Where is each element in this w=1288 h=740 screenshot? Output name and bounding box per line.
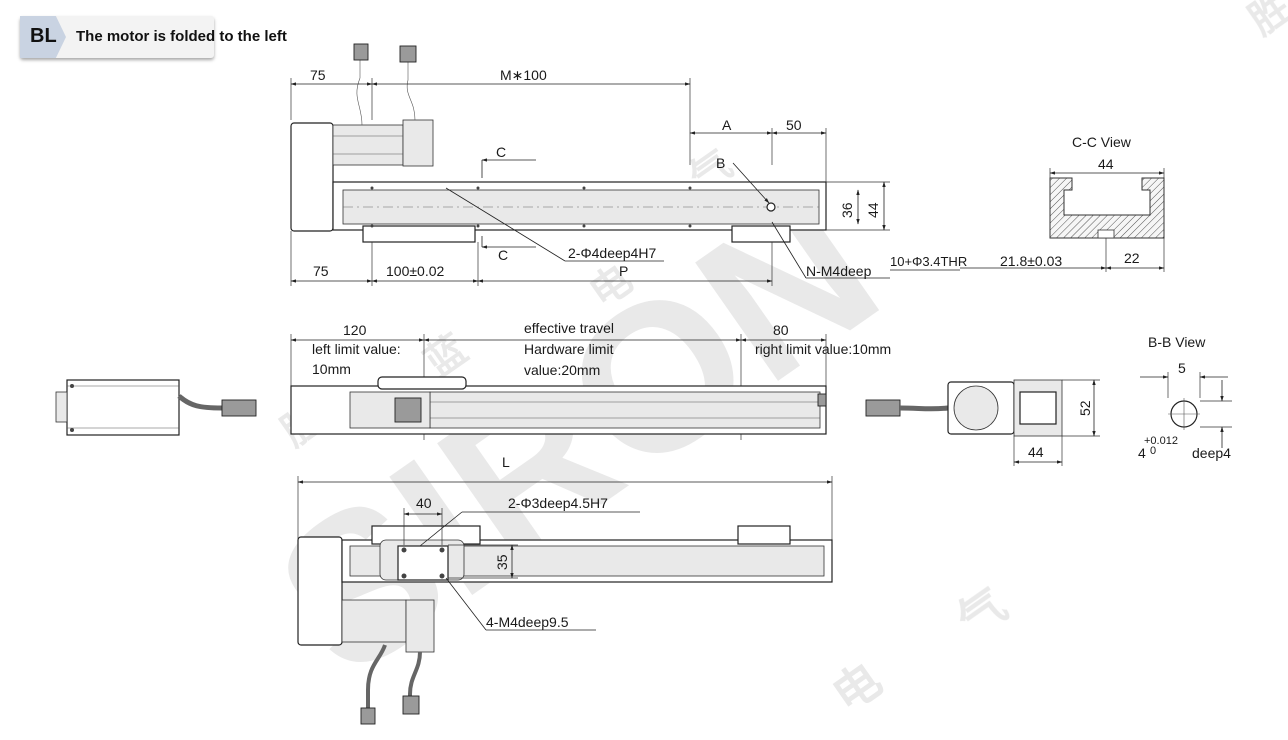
badge-tag <box>20 16 66 58</box>
travel-line-1: effective travel <box>524 320 614 336</box>
dim-p: P <box>619 263 628 279</box>
label-c-top: C <box>496 144 506 160</box>
cc-view: C-C View 44 21.8±0.03 22 <box>960 134 1165 272</box>
label-b: B <box>716 155 725 171</box>
motor-flange <box>55 391 68 423</box>
bottom-mount-plate-right <box>737 525 791 545</box>
rail-endcap <box>817 393 827 407</box>
dim-120: 120 <box>343 322 367 338</box>
travel-line-3: value:20mm <box>524 362 600 378</box>
bottom-dim-35: 35 <box>494 554 510 570</box>
cc-dim-44: 44 <box>1098 156 1114 172</box>
carriage-block <box>394 397 422 423</box>
bottom-motor-connector <box>360 707 376 725</box>
dim-l: L <box>502 454 510 470</box>
cc-profile-section <box>1049 177 1165 239</box>
bb-depth: deep4 <box>1192 445 1231 461</box>
left-limit-line-2: 10mm <box>312 361 351 377</box>
motor-end-cap <box>290 122 334 232</box>
dim-44-side: 44 <box>865 202 881 218</box>
bb-view-title: B-B View <box>1148 334 1206 350</box>
end-view: 52 44 <box>865 379 1100 466</box>
callout-n-m4: N-M4deep <box>806 263 872 279</box>
dim-36: 36 <box>839 202 855 218</box>
cc-dim-offset: 21.8±0.03 <box>1000 253 1062 269</box>
watermark-char-5: 电 <box>823 653 891 722</box>
end-dim-44: 44 <box>1028 444 1044 460</box>
motor-encoder <box>402 119 434 167</box>
dim-75-bottom: 75 <box>313 263 329 279</box>
mount-block-right <box>731 225 791 243</box>
left-limit-line-1: left limit value: <box>312 341 401 357</box>
bb-tolerance-upper: +0.012 <box>1144 435 1178 447</box>
bottom-dim-40: 40 <box>416 495 432 511</box>
bottom-callout-2-phi3: 2-Φ3deep4.5H7 <box>508 495 608 511</box>
model-badge: BL The motor is folded to the left <box>20 16 287 58</box>
motor-round-face <box>953 385 999 431</box>
top-view: 75 M∗100 A 50 B C C <box>290 43 967 286</box>
bottom-encoder-connector <box>402 695 420 715</box>
dim-100: 100±0.02 <box>386 263 445 279</box>
hole-b <box>766 202 776 212</box>
dim-m100: M∗100 <box>500 67 547 83</box>
motor-housing <box>66 379 180 436</box>
label-c-bottom: C <box>498 247 508 263</box>
bb-tolerance-lower: 0 <box>1150 445 1156 457</box>
rail-slot <box>429 391 821 429</box>
right-limit: right limit value:10mm <box>755 341 891 357</box>
side-view: 120 left limit value: 10mm effective tra… <box>290 320 891 540</box>
watermark-char-6: 气 <box>948 578 1016 647</box>
cc-dim-22: 22 <box>1124 250 1140 266</box>
motor-cable-connector <box>221 399 257 417</box>
dim-a: A <box>722 117 732 133</box>
motor-side-view <box>55 379 257 436</box>
bottom-motor-body <box>341 599 407 643</box>
carriage-top <box>377 376 467 390</box>
bottom-carriage-top <box>397 545 449 581</box>
dim-75-top: 75 <box>310 67 326 83</box>
model-code: BL <box>30 25 57 47</box>
bb-dim-4: 4 <box>1138 445 1146 461</box>
bottom-motor-cap <box>297 536 343 646</box>
bb-view: B-B View 5 +0.012 4 0 deep4 <box>1138 334 1232 461</box>
dim-50: 50 <box>786 117 802 133</box>
model-description: The motor is folded to the left <box>76 28 287 45</box>
motor-body <box>332 124 404 166</box>
encoder-connector <box>399 45 417 63</box>
watermark-char-7: 胜 <box>1241 0 1288 43</box>
callout-thr: 10+Φ3.4THR <box>890 254 967 269</box>
rail-inner <box>342 189 820 225</box>
cc-view-title: C-C View <box>1072 134 1132 150</box>
bottom-motor-encoder <box>405 599 435 653</box>
end-view-connector <box>865 399 901 417</box>
bb-dim-5: 5 <box>1178 360 1186 376</box>
motor-connector <box>353 43 369 61</box>
mount-block-left <box>362 225 476 243</box>
bottom-callout-4-m4: 4-M4deep9.5 <box>486 614 569 630</box>
end-carriage <box>1019 391 1057 425</box>
dim-80: 80 <box>773 322 789 338</box>
end-dim-52: 52 <box>1077 400 1093 416</box>
callout-2-phi4: 2-Φ4deep4H7 <box>568 245 656 261</box>
travel-line-2: Hardware limit <box>524 341 614 357</box>
bottom-view: 40 2-Φ3deep4.5H7 35 4-M4deep9.5 <box>297 495 833 725</box>
